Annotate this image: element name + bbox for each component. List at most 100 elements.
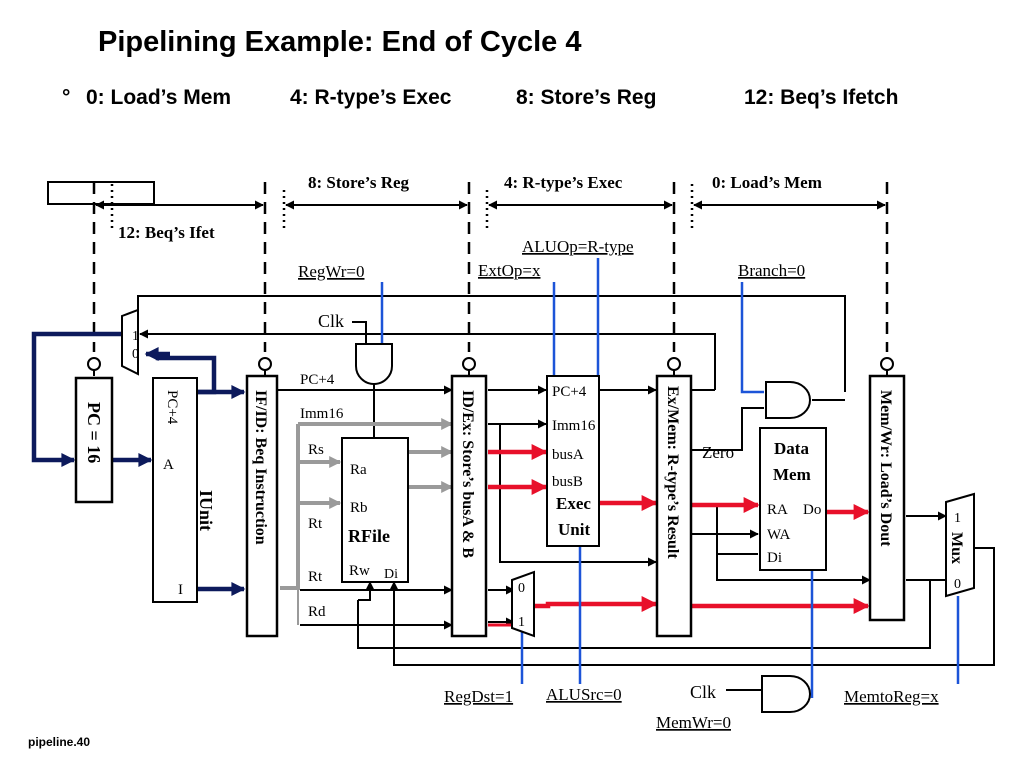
wb-mux-name: Mux xyxy=(948,532,965,564)
clk-top-label: Clk xyxy=(318,311,344,331)
datamem-ra: RA xyxy=(767,502,788,518)
stage-label-bg-reg xyxy=(300,170,452,192)
wb-mux-one: 1 xyxy=(954,511,961,526)
iunit-i-label: I xyxy=(178,582,183,598)
ifid-clock-bubble xyxy=(258,357,272,371)
idex-register xyxy=(450,374,488,638)
writeback-mux xyxy=(945,492,975,598)
memwr-register-label: Mem/Wr: Load’s Dout xyxy=(877,390,894,547)
regdst-mux-zero: 0 xyxy=(518,581,525,596)
exec-pc4: PC+4 xyxy=(552,384,587,400)
wa-loop-rw xyxy=(358,581,375,601)
stage-boundaries xyxy=(92,182,889,352)
subtitle-store-reg: 8: Store’s Reg xyxy=(516,86,657,109)
datamem-name-2: Mem xyxy=(773,465,811,484)
register-clock-bubbles xyxy=(87,357,894,376)
zero-label: Zero xyxy=(702,443,734,462)
control-branch: Branch=0 xyxy=(738,261,805,280)
regwr-and-gate xyxy=(355,343,393,385)
datamem-name-1: Data xyxy=(774,439,809,458)
wire-label-rt1: Rt xyxy=(308,516,323,532)
rfile-ra: Ra xyxy=(350,462,367,478)
pc-mux-to-pc-wire xyxy=(31,331,122,467)
memwr-clock-bubble xyxy=(880,357,894,371)
wire-label-imm16: Imm16 xyxy=(300,406,344,422)
exec-busb: busB xyxy=(552,474,583,490)
pc-clock-bubble xyxy=(87,357,101,371)
regdst-mux xyxy=(511,570,535,638)
exmem-to-datamem-di xyxy=(716,505,758,555)
exmem-register xyxy=(655,374,693,638)
stage-label-exec: 4: R-type’s Exec xyxy=(504,173,623,192)
wire-label-rt2: Rt xyxy=(308,569,323,585)
iunit-a-label: A xyxy=(163,457,174,473)
footer-label: pipeline.40 xyxy=(28,735,91,749)
pc-register xyxy=(74,376,114,504)
slide-title: Pipelining Example: End of Cycle 4 xyxy=(98,26,582,58)
exec-busa: busA xyxy=(552,447,584,463)
pc-top-bracket xyxy=(47,181,155,205)
stage-label-bg-mem xyxy=(700,170,868,192)
subtitle-beq-ifetch: 12: Beq’s Ifetch xyxy=(744,86,899,109)
exec-imm16: Imm16 xyxy=(552,418,596,434)
ifid-register-label: IF/ID: Beq Instruction xyxy=(252,390,269,545)
instr-bus-gray xyxy=(280,424,300,590)
control-aluop: ALUOp=R-type xyxy=(522,237,634,256)
zero-wire xyxy=(692,407,764,451)
rfile-di: Di xyxy=(384,567,398,582)
red-wires xyxy=(488,444,870,614)
rfile-rw: Rw xyxy=(349,563,370,579)
clk-regwr-wire xyxy=(352,321,367,344)
memwr-register xyxy=(868,374,906,622)
control-memtoreg: MemtoReg=x xyxy=(844,687,939,706)
rfile-block xyxy=(341,437,409,583)
exmem-register-label: Ex/Mem: R-type’s Result xyxy=(664,386,681,559)
stage-label-bg-exec xyxy=(500,170,668,192)
datamem-wa: WA xyxy=(767,527,790,543)
regdst-mux-one: 1 xyxy=(518,615,525,630)
blue-control-wires xyxy=(380,258,960,698)
navy-wires xyxy=(31,331,246,596)
pc-mux-zero: 0 xyxy=(132,347,139,362)
control-alusrc: ALUSrc=0 xyxy=(546,685,622,704)
datamem-di: Di xyxy=(767,550,782,566)
exmem-bypass-wire xyxy=(716,505,871,585)
rt-bypass-wire xyxy=(499,424,657,567)
control-extop: ExtOp=x xyxy=(478,261,541,280)
data-memory xyxy=(759,427,827,571)
regdst-red-wire xyxy=(534,596,658,612)
exec-name-2: Unit xyxy=(558,520,590,539)
wire-label-rs: Rs xyxy=(308,442,324,458)
subtitle-rtype-exec: 4: R-type’s Exec xyxy=(290,86,452,109)
iunit-pc4-label: PC+4 xyxy=(164,390,180,425)
control-regwr: RegWr=0 xyxy=(298,262,365,281)
pc-mux-input-wire xyxy=(139,329,716,390)
pc-mux xyxy=(121,308,139,376)
wire-label-pc4: PC+4 xyxy=(300,372,335,388)
exec-unit xyxy=(546,375,600,547)
stage-label-mem: 0: Load’s Mem xyxy=(712,173,822,192)
branch-feedback-wire xyxy=(137,295,846,392)
idex-clock-bubble xyxy=(462,357,476,371)
control-memwr: MemWr=0 xyxy=(656,713,731,732)
iunit-name: IUnit xyxy=(196,490,216,531)
exec-name-1: Exec xyxy=(556,494,591,513)
clk-bottom-label: Clk xyxy=(690,682,716,702)
rfile-name: RFile xyxy=(348,526,390,546)
memwr-and-gate xyxy=(761,675,811,713)
subtitle-load-mem: 0: Load’s Mem xyxy=(86,86,232,109)
branch-and-gate xyxy=(765,381,811,419)
black-wires xyxy=(137,295,995,691)
pc-register-label: PC = 16 xyxy=(84,402,104,463)
idex-register-label: ID/Ex: Store’s busA & B xyxy=(459,390,476,558)
wire-label-rd: Rd xyxy=(308,604,326,620)
subtitle-bullet: ° xyxy=(62,86,71,109)
stage-label-reg: 8: Store’s Reg xyxy=(308,173,410,192)
control-regdst: RegDst=1 xyxy=(444,687,513,706)
stage-label-fetch: 12: Beq’s Ifet xyxy=(118,223,215,242)
iunit-block xyxy=(152,377,198,603)
writeback-loop-wire xyxy=(389,547,995,666)
rfile-rb: Rb xyxy=(350,500,368,516)
wb-mux-zero: 0 xyxy=(954,577,961,592)
